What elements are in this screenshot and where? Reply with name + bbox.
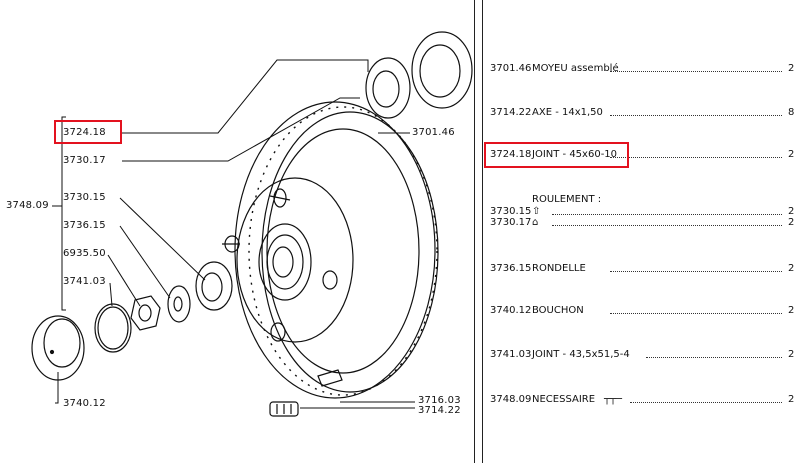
parts-row-header: ROULEMENT : bbox=[490, 193, 800, 207]
bearing-3730-17 bbox=[365, 57, 411, 119]
hub-flange bbox=[236, 177, 354, 343]
callout-3724-18: 3724.18 bbox=[63, 127, 106, 138]
part-qty: 2 bbox=[788, 349, 795, 360]
o-ring-3741-03 bbox=[94, 303, 132, 353]
bearing-3730-15 bbox=[195, 261, 233, 311]
seal-3724-18 bbox=[411, 31, 473, 109]
bearing-inner-icon: ⌂ bbox=[532, 217, 539, 228]
parts-row: 3748.09 NECESSAIRE ┬┬─ 2 bbox=[490, 393, 800, 407]
leader-dots bbox=[610, 157, 782, 158]
stud-bolt-3714-22 bbox=[269, 401, 299, 417]
parts-row: 3730.15 ⇧ 2 bbox=[490, 205, 800, 219]
kit-icon: ┬┬─ bbox=[604, 394, 623, 405]
part-qty: 2 bbox=[788, 263, 795, 274]
part-desc: JOINT - 43,5x51,5-4 bbox=[532, 349, 630, 360]
callout-3724-18-highlight bbox=[54, 120, 122, 144]
leader-dots bbox=[610, 313, 782, 314]
leader-dots bbox=[552, 214, 782, 215]
part-qty: 2 bbox=[788, 149, 795, 160]
part-qty: 2 bbox=[788, 394, 795, 405]
brake-disc-outer bbox=[234, 101, 436, 399]
leader-dots bbox=[630, 402, 782, 403]
leader-dots bbox=[646, 357, 782, 358]
parts-row-highlight bbox=[484, 142, 629, 168]
part-desc: RONDELLE bbox=[532, 263, 586, 274]
nut-6935-50 bbox=[130, 295, 161, 331]
parts-row-highlighted: 3724.18 JOINT - 45x60-10 2 bbox=[490, 148, 800, 162]
parts-list: 3701.46 MOYEU assemblé 2 3714.22 AXE - 1… bbox=[490, 0, 800, 463]
washer-3736-15 bbox=[167, 285, 191, 323]
part-code: 3714.22 bbox=[490, 107, 532, 118]
parts-row: 3701.46 MOYEU assemblé 2 bbox=[490, 62, 800, 76]
leader-dots bbox=[610, 271, 782, 272]
part-desc: MOYEU assemblé bbox=[532, 63, 619, 74]
leader-dots bbox=[610, 71, 782, 72]
parts-row: 3730.17 ⌂ 2 bbox=[490, 216, 800, 230]
callout-3716-03: 3716.03 bbox=[418, 395, 461, 406]
part-qty: 2 bbox=[788, 206, 795, 217]
callout-3741-03: 3741.03 bbox=[63, 276, 106, 287]
parts-row: 3736.15 RONDELLE 2 bbox=[490, 262, 800, 276]
part-code: 3701.46 bbox=[490, 63, 532, 74]
column-divider-right bbox=[482, 0, 483, 463]
brake-disc-rim bbox=[261, 111, 439, 393]
part-desc: BOUCHON bbox=[532, 305, 584, 316]
part-code: 3730.15 bbox=[490, 206, 532, 217]
parts-row: 3714.22 AXE - 14x1,50 8 bbox=[490, 106, 800, 120]
part-code: 3736.15 bbox=[490, 263, 532, 274]
callout-3701-46: 3701.46 bbox=[412, 127, 455, 138]
part-qty: 2 bbox=[788, 305, 795, 316]
part-qty: 2 bbox=[788, 217, 795, 228]
part-qty: 8 bbox=[788, 107, 795, 118]
bearing-outer-icon: ⇧ bbox=[532, 206, 541, 217]
callout-3714-22: 3714.22 bbox=[418, 405, 461, 416]
part-desc: NECESSAIRE bbox=[532, 394, 596, 405]
leader-dots bbox=[610, 115, 782, 116]
part-desc: ROULEMENT : bbox=[532, 194, 602, 205]
callout-3730-17: 3730.17 bbox=[63, 155, 106, 166]
parts-row: 3740.12 BOUCHON 2 bbox=[490, 304, 800, 318]
part-code: 3748.09 bbox=[490, 394, 532, 405]
callout-3740-12: 3740.12 bbox=[63, 398, 106, 409]
part-qty: 2 bbox=[788, 63, 795, 74]
column-divider-left bbox=[474, 0, 475, 463]
callout-6935-50: 6935.50 bbox=[63, 248, 106, 259]
brake-disc-inner-rim bbox=[266, 128, 420, 374]
part-code: 3724.18 bbox=[490, 149, 532, 160]
wheel-studs bbox=[222, 188, 338, 342]
stud-3716-03 bbox=[317, 369, 343, 387]
part-code: 3741.03 bbox=[490, 349, 532, 360]
callout-3730-15: 3730.15 bbox=[63, 192, 106, 203]
part-desc: JOINT - 45x60-10 bbox=[532, 149, 618, 160]
hub-center bbox=[258, 223, 312, 301]
parts-row: 3741.03 JOINT - 43,5x51,5-4 2 bbox=[490, 348, 800, 362]
part-code: 3740.12 bbox=[490, 305, 532, 316]
callout-3736-15: 3736.15 bbox=[63, 220, 106, 231]
cap-3740-12 bbox=[31, 315, 85, 381]
part-code: 3730.17 bbox=[490, 217, 532, 228]
part-desc: AXE - 14x1,50 bbox=[532, 107, 603, 118]
leader-dots bbox=[552, 225, 782, 226]
callout-3748-09: 3748.09 bbox=[6, 200, 49, 211]
